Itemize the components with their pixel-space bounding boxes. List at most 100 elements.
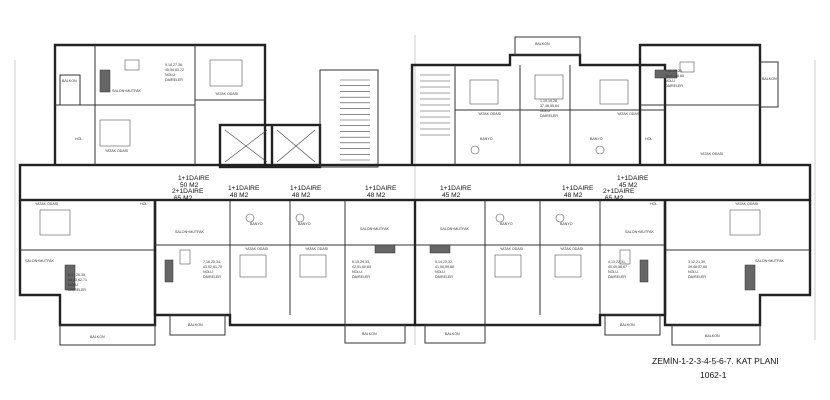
room-label: SALON+MUTFAK: [755, 259, 784, 263]
room-label: BALKON: [535, 42, 550, 46]
room-label: HOL: [75, 137, 82, 141]
corridor-unit-name: 2+1DAIRE: [603, 188, 635, 195]
apartment-numbers-nolu: NOLU: [68, 283, 78, 287]
apartment-numbers-line2: 38,47,56,65: [665, 74, 684, 78]
room-label: BALKON: [62, 79, 77, 83]
room-label: SALON+MUTFAK: [25, 259, 54, 263]
room-labels: BALKON SALON+MUTFAK YATAK ODASI HOL YATAK OD…: [25, 42, 784, 339]
room-label: BALKON: [762, 77, 777, 81]
apartment-numbers-nolu: NOLU: [435, 270, 445, 274]
apartment-numbers-daireler: DAIRELER: [203, 275, 221, 279]
room-label: YATAK ODASI: [500, 247, 523, 251]
apartment-numbers-line1: 6,15,24,33,: [352, 260, 370, 264]
apartment-numbers-nolu: NOLU: [688, 270, 698, 274]
corridor-unit-name: 1+1DAIRE: [228, 185, 260, 192]
apartment-numbers-line1: 9,18,27,36,: [165, 63, 183, 67]
room-label: SALON+MUTFAK: [112, 89, 141, 93]
room-label: BANYO: [480, 137, 493, 141]
corridor-unit-area: 65 M2: [605, 195, 624, 202]
apartment-numbers-daireler: DAIRELER: [352, 275, 370, 279]
corridor-unit-name: 1+1DAIRE: [617, 175, 649, 182]
room-label: HOL: [645, 137, 652, 141]
room-label: BALKON: [705, 334, 720, 338]
apartment-numbers-daireler: DAIRELER: [68, 288, 86, 292]
apartment-numbers-line2: 45,54,63,72: [165, 68, 184, 72]
apartment-numbers-daireler: DAIRELER: [540, 114, 558, 118]
room-label: YATAK ODASI: [700, 152, 723, 156]
apartment-numbers-line2: 41,50,59,68: [435, 265, 454, 269]
room-label: YATAK ODASI: [735, 202, 758, 206]
apartment-numbers-daireler: DAIRELER: [435, 275, 453, 279]
corridor-unit-area: 45 M2: [619, 182, 638, 189]
apartment-numbers-line1: 2,11,20,29,: [665, 69, 683, 73]
corridor-unit-name: 1+1DAIRE: [562, 185, 594, 192]
apartment-numbers-line1: 4,13,22,31,: [608, 260, 626, 264]
corridor-unit-name: 1+1DAIRE: [178, 175, 210, 182]
corridor-unit-name: 1+1DAIRE: [365, 185, 397, 192]
corridor-unit-area: 48 M2: [367, 192, 386, 199]
apartment-numbers-nolu: NOLU: [203, 270, 213, 274]
room-label: BALKON: [620, 323, 635, 327]
room-label: BALKON: [362, 332, 377, 336]
apartment-numbers-nolu: NOLU: [540, 109, 550, 113]
plan-title: ZEMİN-1-2-3-4-5-6-7. KAT PLANI: [652, 356, 779, 366]
apartment-numbers-line2: 44,53,62,71: [68, 278, 87, 282]
room-label: HOL: [140, 202, 147, 206]
corridor-unit-area: 48 M2: [230, 192, 249, 199]
corridor-unit-area: 48 M2: [564, 192, 583, 199]
room-label: BANYO: [250, 222, 263, 226]
apartment-numbers-line1: 5,14,23,32,: [435, 260, 453, 264]
room-label: BALKON: [188, 323, 203, 327]
room-label: YATAK ODASI: [35, 202, 58, 206]
building-walls: [18, 36, 812, 346]
room-label: SALON+MUTFAK: [625, 230, 654, 234]
room-label: YATAK ODASI: [105, 149, 128, 153]
furniture: [39, 59, 761, 291]
room-label: YATAK ODASI: [215, 92, 238, 96]
room-label: BANYO: [590, 137, 603, 141]
room-label: YATAK ODASI: [305, 247, 328, 251]
room-label: SALON+MUTFAK: [360, 227, 389, 231]
apartment-numbers-line2: 42,51,60,69: [352, 265, 371, 269]
corridor-unit-area: 48 M2: [292, 192, 311, 199]
room-label: BANYO: [500, 222, 513, 226]
apartment-numbers-daireler: DAIRELER: [165, 78, 183, 82]
room-label: YATAK ODASI: [560, 247, 583, 251]
apartment-numbers-nolu: NOLU: [352, 270, 362, 274]
apartment-numbers-line2: 43,52,61,70: [203, 265, 222, 269]
corridor-unit-name: 1+1DAIRE: [290, 185, 322, 192]
apartment-numbers-daireler: DAIRELER: [608, 275, 626, 279]
room-label: YATAK ODASI: [617, 112, 640, 116]
room-label: YATAK ODASI: [245, 247, 268, 251]
plan-code: 1062-1: [700, 370, 727, 380]
apartment-number-labels: 9,18,27,36,45,54,63,72NOLUDAIRELER1,10,1…: [68, 63, 707, 292]
corridor-unit-name: 1+1DAIRE: [440, 185, 472, 192]
room-label: SALON+MUTFAK: [440, 227, 469, 231]
apartment-numbers-line1: 7,16,25,34,: [203, 260, 221, 264]
room-label: BALKON: [90, 335, 105, 339]
apartment-numbers-nolu: NOLU: [608, 270, 618, 274]
room-label: HOL: [650, 202, 657, 206]
apartment-numbers-line2: 39,48,57,66: [688, 265, 707, 269]
corridor-unit-area: 50 M2: [180, 182, 199, 189]
apartment-numbers-line2: 40,49,58,67: [608, 265, 627, 269]
apartment-numbers-line1: 8,17,26,35,: [68, 273, 86, 277]
apartment-numbers-line1: 1,10,19,28,: [540, 99, 558, 103]
apartment-numbers-nolu: NOLU: [165, 73, 175, 77]
room-label: YATAK ODASI: [478, 112, 501, 116]
corridor-unit-area: 65 M2: [174, 195, 193, 202]
room-label: BANYO: [560, 222, 573, 226]
stairs: [224, 74, 450, 163]
room-label: SALON+MUTFAK: [175, 230, 204, 234]
apartment-numbers-line2: 37,46,55,64: [540, 104, 559, 108]
apartment-numbers-line1: 3,12,21,30,: [688, 260, 706, 264]
corridor-unit-name: 2+1DAIRE: [172, 188, 204, 195]
corridor-unit-area: 45 M2: [442, 192, 461, 199]
room-label: BANYO: [298, 222, 311, 226]
apartment-numbers-daireler: DAIRELER: [688, 275, 706, 279]
apartment-numbers-nolu: NOLU: [665, 79, 675, 83]
room-label: BALKON: [445, 332, 460, 336]
apartment-numbers-daireler: DAIRELER: [665, 84, 683, 88]
